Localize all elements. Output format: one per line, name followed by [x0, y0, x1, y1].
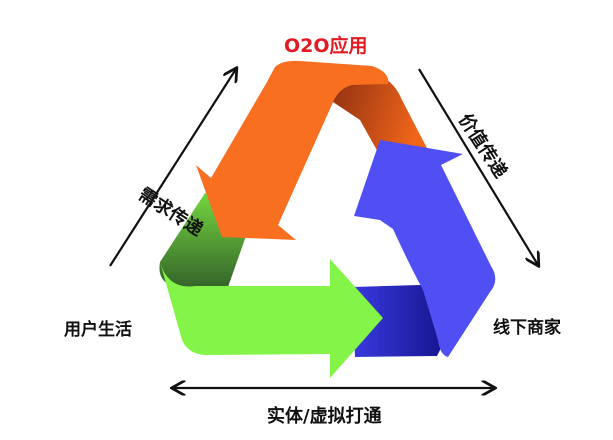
green-arrow [160, 259, 383, 378]
demand-flow-arrow [109, 69, 236, 267]
orange-arrow [196, 60, 389, 240]
node-offline-merchant: 线下商家 [493, 318, 561, 338]
blue-arrow [354, 140, 496, 357]
node-user-life: 用户生活 [64, 320, 132, 340]
edge-label-bridge: 实体/虚拟打通 [267, 406, 382, 427]
value-flow-arrow [418, 68, 538, 265]
blue-arrow-fold [352, 285, 450, 357]
diagram-title: O2O应用 [284, 35, 368, 57]
